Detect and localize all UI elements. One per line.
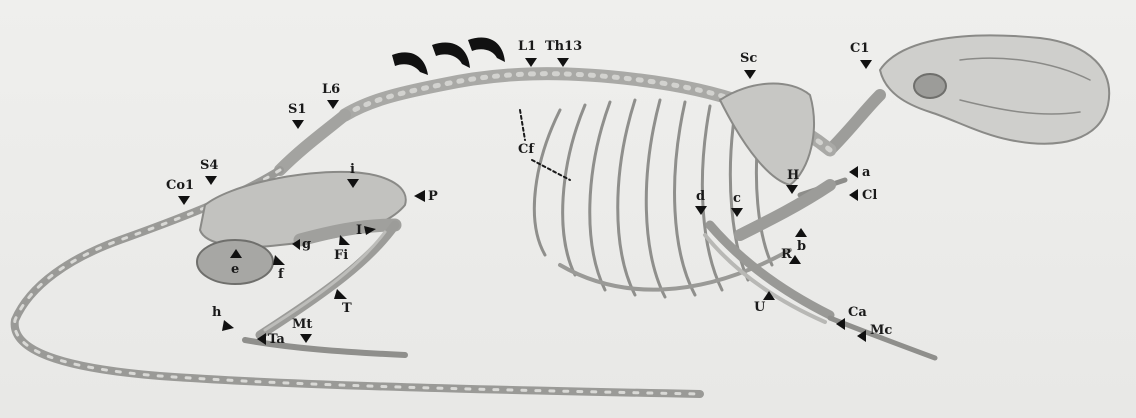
label-Sc: Sc	[740, 52, 757, 65]
label-c: c	[733, 192, 741, 205]
arrow-d	[695, 206, 707, 215]
arrow-S1	[292, 120, 304, 129]
arrow-T	[334, 289, 347, 299]
label-a: a	[862, 166, 870, 179]
orbit	[914, 74, 946, 98]
label-T: T	[342, 302, 352, 315]
label-I: I	[356, 224, 362, 237]
radius-ulna	[710, 225, 830, 315]
label-U: U	[754, 301, 765, 314]
label-L1: L1	[518, 40, 536, 53]
curved-arrow-3	[468, 38, 505, 62]
arrow-L1	[525, 58, 537, 67]
label-f: f	[278, 268, 284, 281]
arrow-S4	[205, 176, 217, 185]
arrow-Mt	[300, 334, 312, 343]
label-Th13: Th13	[545, 40, 582, 53]
label-H: H	[787, 169, 799, 182]
label-i: i	[350, 163, 355, 176]
highlight-arrows	[392, 38, 505, 75]
label-R: R	[781, 248, 792, 261]
label-S4: S4	[200, 159, 218, 172]
label-Fi: Fi	[334, 249, 348, 262]
arrow-C1	[860, 60, 872, 69]
label-Co1: Co1	[166, 179, 194, 192]
label-Cf: Cf	[518, 143, 534, 156]
label-L6: L6	[322, 83, 340, 96]
label-g: g	[302, 238, 311, 251]
arrow-Fi	[339, 235, 350, 245]
arrow-Cl	[849, 189, 858, 201]
label-Ca: Ca	[848, 306, 867, 319]
arrow-Co1	[178, 196, 190, 205]
arrow-a	[849, 166, 858, 178]
label-h: h	[212, 306, 221, 319]
label-Mc: Mc	[870, 324, 892, 337]
label-S1: S1	[288, 103, 306, 116]
arrow-H	[786, 185, 798, 194]
label-e: e	[231, 263, 239, 276]
label-C1: C1	[850, 42, 869, 55]
label-Cl: Cl	[862, 189, 877, 202]
arrow-Th13	[557, 58, 569, 67]
label-b: b	[797, 240, 806, 253]
humerus	[740, 185, 830, 235]
arrow-L6	[327, 100, 339, 109]
cervical-spine	[830, 95, 880, 150]
curved-arrow-2	[432, 43, 470, 68]
scapula	[720, 84, 814, 185]
curved-arrow-1	[392, 52, 428, 75]
arrow-h	[222, 320, 234, 331]
arrow-b	[795, 228, 807, 237]
label-Mt: Mt	[292, 318, 312, 331]
label-P: P	[428, 190, 438, 203]
arrow-Sc	[744, 70, 756, 79]
arrow-P	[414, 190, 425, 202]
cf-dash-upper	[520, 110, 525, 140]
arrow-f	[273, 255, 285, 265]
label-d: d	[696, 190, 705, 203]
sacrum	[280, 115, 345, 170]
label-Ta: Ta	[268, 333, 285, 346]
